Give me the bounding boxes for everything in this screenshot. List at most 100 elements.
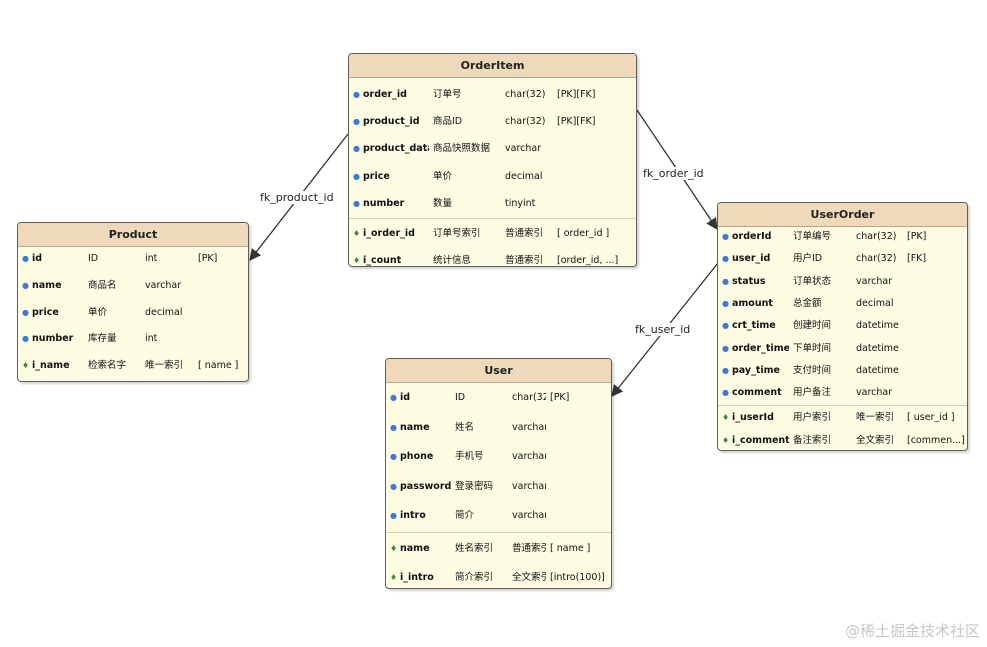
column-key: [PK][FK] [557,116,596,128]
index-comment: 用户索引 [793,412,832,424]
column-type: char(32) [512,392,546,403]
index-key-icon: ♦ [722,413,730,423]
entity-user[interactable]: User●idIDchar(32)[PK]●name姓名varchar●phon… [385,358,612,589]
column-dot-icon: ● [722,276,729,286]
index-row[interactable]: ♦i_intro简介索引全文索引[intro(100)] [386,563,611,588]
column-dot-icon: ● [390,422,397,432]
index-key: [commen...] [907,434,965,446]
index-type: 普通索引 [505,255,544,267]
column-type: char(32) [856,253,897,265]
column-comment: 下单时间 [793,342,832,354]
column-dot-icon: ● [353,117,360,127]
column-comment: 姓名 [455,421,475,433]
index-name: name [400,542,430,554]
index-comment: 统计信息 [433,255,472,267]
column-name: orderId [732,231,772,242]
index-key-icon: ♦ [722,435,730,445]
column-comment: 单价 [433,170,453,182]
column-dot-icon: ● [390,393,397,402]
index-key-icon: ♦ [353,229,361,238]
column-type: varchar [856,275,893,287]
entity-title: UserOrder [718,203,967,227]
column-name: order_id [363,89,407,100]
column-name: status [732,275,766,287]
index-key: [order_id, ...] [557,255,619,267]
index-separator [386,531,611,533]
column-dot-icon: ● [353,144,360,154]
column-dot-icon: ● [722,298,729,308]
column-dot-icon: ● [722,321,729,331]
column-name: id [32,253,43,264]
index-comment: 订单号索引 [433,228,481,239]
index-type: 普通索引 [512,542,546,554]
column-name: user_id [732,253,771,265]
index-type: 全文索引 [512,572,546,583]
fk-product-id-label: fk_product_id [259,191,335,204]
index-comment: 姓名索引 [455,542,494,554]
column-name: phone [400,451,434,462]
column-comment: 手机号 [455,451,484,462]
column-comment: 订单号 [433,89,462,100]
index-type: 普通索引 [505,228,544,239]
index-name: i_count [363,255,402,267]
column-dot-icon: ● [22,280,29,290]
column-dot-icon: ● [722,365,729,375]
column-dot-icon: ● [22,334,29,344]
column-comment: 单价 [88,306,108,318]
column-dot-icon: ● [390,452,397,461]
column-key: [PK] [907,231,927,242]
index-name: i_comment [732,434,789,446]
fk-order-id-label: fk_order_id [642,167,705,180]
entity-title: Product [18,223,248,247]
index-key-icon: ♦ [390,543,398,553]
column-type: char(32) [505,89,546,100]
column-name: name [400,421,430,433]
column-name: number [363,197,405,209]
index-comment: 检索名字 [88,360,127,372]
column-comment: 商品名 [88,279,117,291]
index-row[interactable]: ♦name姓名索引普通索引[ name ] [386,534,611,564]
column-comment: ID [455,392,466,403]
index-name: i_name [32,360,70,372]
column-comment: 库存量 [88,333,117,345]
index-name: i_intro [400,572,434,583]
column-comment: 总金额 [793,297,822,309]
column-comment: 商品快照数据 [433,143,491,155]
column-type: datetime [856,320,899,332]
column-dot-icon: ● [722,343,729,353]
index-key-icon: ♦ [22,361,30,371]
column-type: char(32) [505,116,546,128]
index-key-icon: ♦ [390,573,398,582]
column-type: datetime [856,364,899,376]
